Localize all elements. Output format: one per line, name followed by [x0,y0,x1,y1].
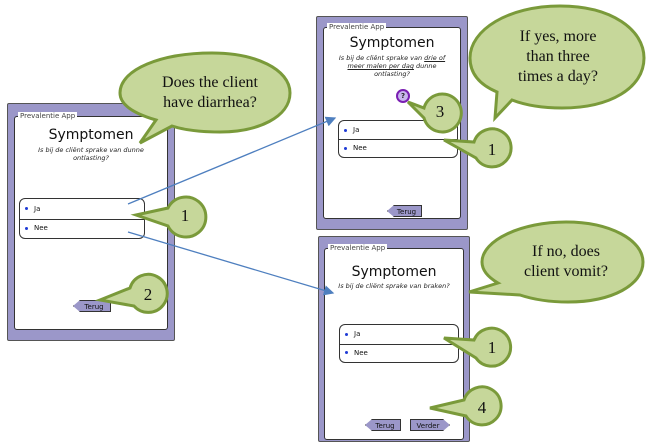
app-title: Prevalentie App [327,23,387,31]
callout-4-shape [429,385,503,427]
callout-number-1-left: 1 [180,206,190,225]
option-nee[interactable]: Nee [340,344,458,363]
screen-diarrhea: Prevalentie App Symptomen Is bij de clië… [14,112,168,330]
option-ja[interactable]: Ja [339,121,457,140]
option-ja[interactable]: Ja [340,325,458,345]
answer-options: Ja Nee [339,324,459,363]
answer-options: Ja Nee [19,198,145,239]
radio-dot-icon [344,128,347,132]
callout-number-3: 3 [435,102,445,121]
phone-frame-diarrhea: Prevalentie App Symptomen Is bij de clië… [7,103,175,341]
callout-number-1-top: 1 [487,140,497,159]
option-nee[interactable]: Nee [339,139,457,157]
question-mark-icon[interactable]: ? [396,89,410,103]
question-text: Is bij de cliënt sprake van braken? [338,282,450,290]
speech-bubble-no [468,220,645,304]
option-ja[interactable]: Ja [20,199,144,220]
back-button[interactable]: Terug [387,205,422,217]
speech-bubble-diarrhea [118,51,292,145]
screen-frequency: Prevalentie App Symptomen Is bij de clië… [323,23,461,219]
radio-dot-icon [25,207,28,211]
back-button[interactable]: Terug [365,419,401,431]
flow-arrow-no [127,231,335,296]
phone-frame-frequency: Prevalentie App Symptomen Is bij de clië… [316,16,468,230]
callout-3-shape [406,92,463,134]
option-nee[interactable]: Nee [20,219,144,239]
callout-1-top-shape [443,127,513,169]
speech-bubble-yes [468,4,646,123]
screen-heading: Symptomen [48,127,134,143]
radio-dot-icon [25,226,28,230]
flow-arrow-yes [127,116,337,205]
next-button[interactable]: Verder [410,419,450,431]
radio-dot-icon [344,146,347,150]
callout-2-shape [94,272,169,314]
callout-1-left-shape [130,195,208,239]
back-button[interactable]: Terug [73,300,111,312]
app-title: Prevalentie App [18,112,78,120]
radio-dot-icon [345,332,348,336]
callout-number-2: 2 [143,285,153,304]
screen-heading: Symptomen [349,35,435,51]
callout-1-bottom-shape [443,326,513,368]
callout-number-4: 4 [477,398,487,417]
radio-dot-icon [345,351,348,355]
app-title: Prevalentie App [328,244,388,252]
screen-heading: Symptomen [351,264,437,280]
callout-number-1-bottom: 1 [487,338,497,357]
question-text: Is bij de cliënt sprake van drie of meer… [338,54,446,78]
